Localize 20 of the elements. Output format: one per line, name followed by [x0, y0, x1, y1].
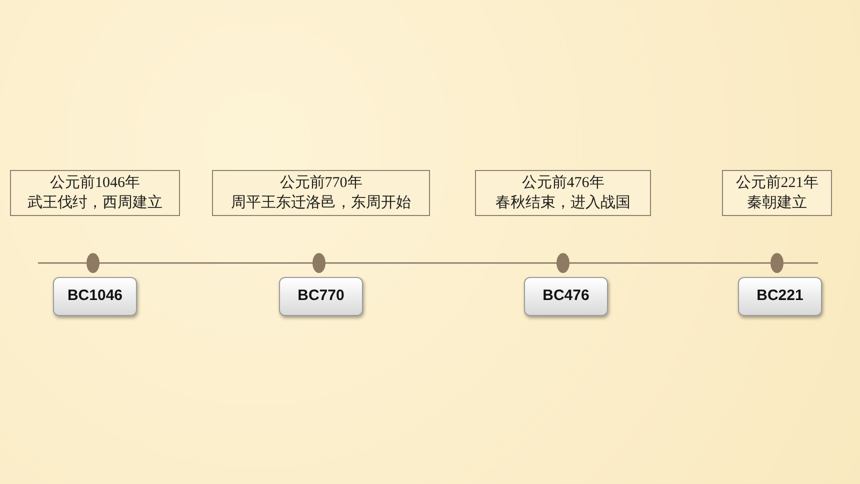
event-box — [475, 170, 651, 216]
event-description: 春秋结束，进入战国 — [496, 194, 630, 213]
year-box — [53, 277, 137, 316]
year-label: BC476 — [542, 286, 590, 306]
event-date: 公元前221年 — [736, 174, 818, 193]
year-box — [279, 277, 363, 316]
event-description: 武王伐纣，西周建立 — [28, 193, 162, 213]
event-description: 秦朝建立 — [747, 193, 807, 213]
year-box — [738, 277, 822, 316]
year-label: BC770 — [298, 286, 344, 306]
event-date: 公元前476年 — [522, 174, 604, 193]
event-date: 公元前770年 — [280, 174, 362, 193]
event-description: 周平王东迁洛邑，东周开始 — [231, 194, 411, 213]
event-date: 公元前1046年 — [50, 174, 140, 193]
year-box — [524, 277, 608, 316]
year-label: BC221 — [756, 286, 804, 306]
year-label: BC1046 — [67, 286, 123, 306]
event-box — [722, 170, 832, 216]
event-box — [10, 170, 180, 216]
event-box — [212, 170, 430, 216]
